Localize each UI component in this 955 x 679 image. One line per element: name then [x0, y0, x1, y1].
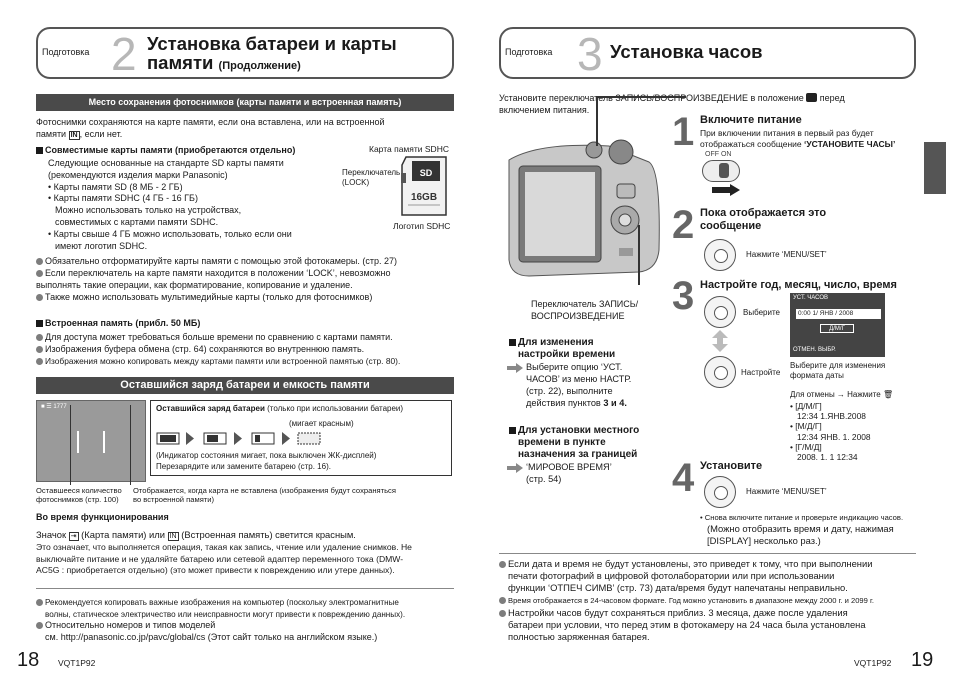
lock-label: Переключатель(LOCK)	[342, 168, 401, 187]
header-number: 3	[577, 28, 603, 80]
model-code-left: VQT1P92	[58, 658, 96, 668]
arrow-icon	[507, 363, 523, 373]
change-heading: Для изменения настройки времени	[509, 337, 615, 361]
during-heading: Во время функционирования	[36, 512, 169, 522]
step4-note-2: (Можно отобразить время и дату, нажимая[…	[707, 523, 894, 546]
lcd-top-icons: ■ ☰ 1777	[41, 404, 67, 410]
sd-card-image: SD 16GB	[401, 156, 447, 216]
page-header-left: Подготовка 2 Установка батареи и карты п…	[36, 27, 454, 80]
builtin-list: Для доступа может требоваться больше вре…	[36, 331, 400, 367]
step4-press: Нажмите ‘MENU/SET’	[746, 487, 827, 496]
change-steps: Выберите опцию ‘УСТ. ЧАСОВ’ из меню НАСТ…	[526, 362, 632, 408]
model-code-right: VQT1P92	[854, 658, 892, 668]
card-logo: SD	[420, 168, 433, 178]
camera-image	[508, 139, 660, 277]
select-label: Выберите	[743, 308, 780, 317]
sdhc-logo-caption: Логотип SDHC	[393, 221, 451, 231]
cancel-text: Для отмены → Нажмите 🗑	[790, 390, 894, 399]
step2-press: Нажмите ‘MENU/SET’	[746, 250, 827, 259]
intro-text: Установите переключатель ЗАПИСЬ/ВОСПРОИЗ…	[499, 93, 845, 103]
step-number-4: 4	[672, 456, 695, 500]
focus-frame	[77, 431, 105, 453]
cursor-button-select[interactable]	[704, 296, 736, 328]
lcd-sample: ■ ☰ 1777	[36, 400, 146, 482]
local-text: ‘МИРОВОЕ ВРЕМЯ’(стр. 54)	[526, 462, 612, 484]
header-category: Подготовка	[505, 47, 553, 57]
menu-set-button[interactable]	[704, 239, 736, 271]
step-number-1: 1	[672, 110, 695, 154]
off-on-labels: OFF ON	[705, 151, 732, 158]
local-heading: Для установки местного времени в пункте …	[509, 425, 639, 461]
step-number-3: 3	[672, 274, 695, 318]
step4-note: • Снова включите питание и проверьте инд…	[700, 513, 904, 522]
sd-caption: Карта памяти SDHC	[369, 144, 449, 154]
power-switch[interactable]	[702, 160, 740, 182]
step-title-3: Настройте год, месяц, число, время	[700, 279, 897, 291]
page-title: Установка батареи и карты памяти (Продол…	[147, 33, 397, 73]
builtin-heading: Встроенная память (прибл. 50 МБ)	[36, 318, 200, 329]
section-bar-storage: Место сохранения фотоснимков (карты памя…	[36, 94, 454, 111]
internal-memory-icon: IN	[68, 131, 80, 140]
arrow-icon	[507, 463, 523, 473]
step-number-2: 2	[672, 203, 695, 247]
intro-text: Фотоснимки сохраняются на карте памяти, …	[36, 117, 385, 127]
cursor-button-adjust[interactable]	[704, 356, 736, 388]
during-text: Это означает, что выполняется операция, …	[36, 542, 412, 576]
switch-caption: Переключатель ЗАПИСЬ/ВОСПРОИЗВЕДЕНИЕ	[531, 299, 639, 321]
card-size: 16GB	[411, 192, 437, 203]
adjust-label: Настройте	[741, 368, 781, 377]
page-header-right: Подготовка 3 Установка часов	[499, 27, 916, 80]
compat-heading: Совместимые карты памяти (приобретаются …	[36, 145, 295, 156]
compat-list: Следующие основанные на стандарте SD кар…	[48, 158, 292, 251]
step1-text: При включении питания в первый раз будет…	[700, 128, 896, 149]
page-number-right: 19	[911, 649, 934, 671]
step-title-1: Включите питание	[700, 114, 802, 126]
format-examples: • [Д/М/Г] 12:34 1.ЯНВ.2008 • [М/Д/Г] 12:…	[790, 401, 871, 463]
menu-set-button[interactable]	[704, 476, 736, 508]
clock-lcd: УСТ. ЧАСОВ 0:00 1/ ЯНВ / 2008 Д/М/Г ОТМЕ…	[790, 293, 885, 357]
right-footnotes: Если дата и время не будут установлены, …	[499, 558, 874, 643]
up-down-arrows-icon	[712, 330, 728, 352]
notes-format: Обязательно отформатируйте карты памяти …	[36, 256, 398, 302]
during-line-1: Значок ⇥ (Карта памяти) или IN (Встроенн…	[36, 529, 356, 541]
section-bar-battery: Оставшийся заряд батареи и емкость памят…	[36, 377, 454, 394]
page-number-left: 18	[17, 649, 40, 671]
intro-text-2: памяти IN, если нет.	[36, 129, 123, 140]
camera-mode-icon	[806, 93, 818, 102]
header-category: Подготовка	[42, 47, 90, 57]
trash-icon: 🗑	[882, 390, 894, 399]
intro-text-2: включением питания.	[499, 105, 590, 115]
card-access-icon: ⇥	[68, 532, 79, 541]
page-title: Установка часов	[610, 41, 763, 62]
battery-callout: Оставшийся заряд батареи (только при исп…	[150, 400, 452, 476]
step-title-4: Установите	[700, 460, 763, 472]
right-arrow-icon	[712, 184, 740, 196]
left-footnotes: Рекомендуется копировать важные изображе…	[36, 597, 405, 643]
battery-level-icons	[156, 432, 321, 445]
memory-access-icon: IN	[167, 532, 179, 541]
chapter-tab	[924, 142, 946, 194]
header-number: 2	[111, 28, 137, 80]
shown-caption: Отображается, когда карта не вставлена (…	[133, 486, 396, 504]
